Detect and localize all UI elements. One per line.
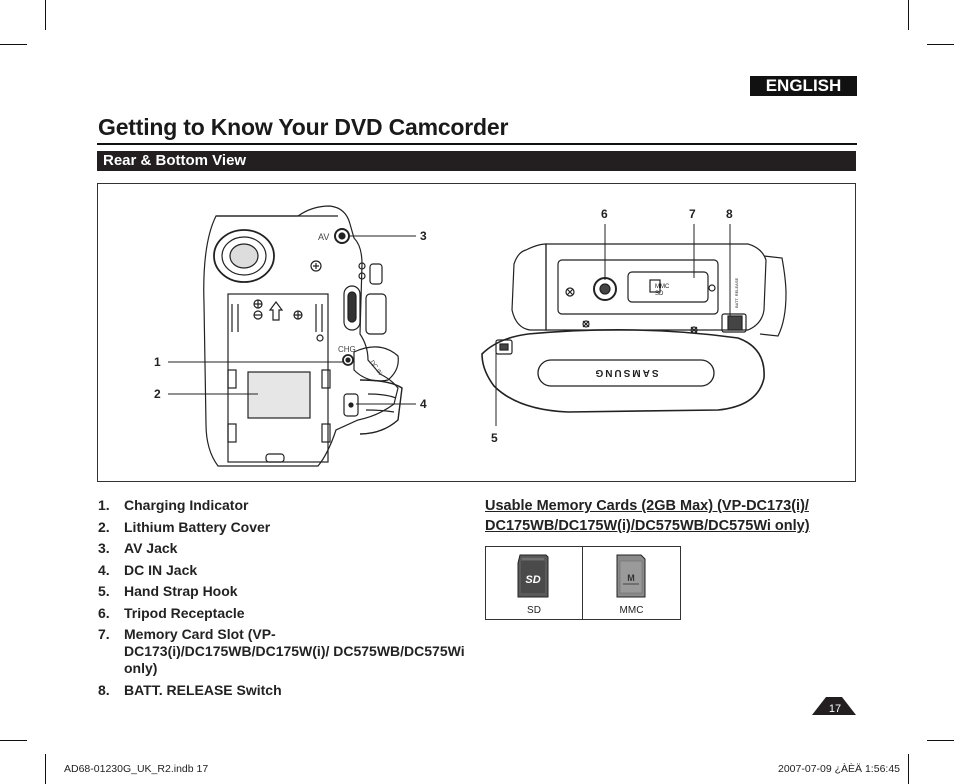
callout-3: 3 (420, 229, 427, 243)
list-item: 6.Tripod Receptacle (98, 604, 245, 621)
brand-logo: SAMSUNG (593, 367, 658, 378)
title-divider (97, 143, 857, 145)
crop-mark (45, 754, 46, 784)
crop-mark (0, 44, 27, 45)
crop-mark (0, 740, 27, 741)
crop-mark (927, 740, 954, 741)
callout-8: 8 (726, 207, 733, 221)
callout-2: 2 (154, 387, 161, 401)
page-number: 17 (829, 703, 841, 715)
section-header: Rear & Bottom View (97, 151, 856, 171)
crop-mark (908, 754, 909, 784)
list-item: 2.Lithium Battery Cover (98, 518, 271, 535)
memory-cards-table: SD SD M MMC (485, 546, 681, 620)
mmc-sd-label-line1: MMC (655, 284, 670, 290)
svg-text:SD: SD (525, 574, 540, 586)
crop-mark (927, 44, 954, 45)
footer-timestamp: 2007-07-09 ¿ÀÈÄ 1:56:45 (778, 763, 901, 775)
av-label: AV (318, 232, 329, 242)
callout-4: 4 (420, 397, 427, 411)
parts-list: 1.Charging Indicator 2.Lithium Battery C… (98, 497, 478, 703)
list-item: 1.Charging Indicator (98, 497, 249, 513)
page-number-shape: 17 (812, 697, 856, 715)
batt-release-label: BATT. RELEASE (734, 278, 739, 308)
callout-1: 1 (154, 355, 161, 369)
mmc-sd-label-line2: SD (655, 291, 664, 297)
rear-view-camera (203, 205, 403, 467)
crop-mark (45, 0, 46, 30)
chg-label: CHG (338, 345, 356, 354)
list-item: 8.BATT. RELEASE Switch (98, 681, 282, 698)
camcorder-illustration: AV CHG DC IN (154, 205, 787, 467)
callout-6: 6 (601, 207, 608, 221)
sd-card-icon: SD (517, 554, 549, 598)
callout-7: 7 (689, 207, 696, 221)
dc-in-label: DC IN (368, 360, 382, 377)
memory-cards-heading: Usable Memory Cards (2GB Max) (VP-DC173(… (485, 498, 810, 534)
list-item: 5.Hand Strap Hook (98, 583, 238, 599)
section-title: Rear & Bottom View (103, 152, 247, 169)
language-badge: ENGLISH (750, 76, 857, 96)
list-item: 7.Memory Card Slot (VP-DC173(i)/DC175WB/… (98, 626, 465, 676)
sd-card-cell: SD SD (486, 547, 583, 619)
list-item: 4.DC IN Jack (98, 561, 198, 578)
crop-mark (908, 0, 909, 30)
page-title: Getting to Know Your DVD Camcorder (98, 114, 509, 140)
footer-file-info: AD68-01230G_UK_R2.indb 17 (64, 763, 209, 775)
mmc-card-icon: M (616, 554, 646, 598)
callout-5: 5 (491, 431, 498, 445)
bottom-view-camera (481, 243, 787, 413)
svg-text:M: M (627, 573, 635, 583)
mmc-card-label: MMC (619, 605, 644, 616)
list-item: 3.AV Jack (98, 540, 178, 556)
page-number-badge: 17 (812, 695, 856, 715)
bottom-leader-lines (495, 224, 731, 426)
sd-card-label: SD (527, 605, 541, 616)
camcorder-figure: AV CHG DC IN (97, 183, 856, 482)
rear-leader-lines (168, 235, 416, 405)
mmc-card-cell: M MMC (583, 547, 680, 619)
